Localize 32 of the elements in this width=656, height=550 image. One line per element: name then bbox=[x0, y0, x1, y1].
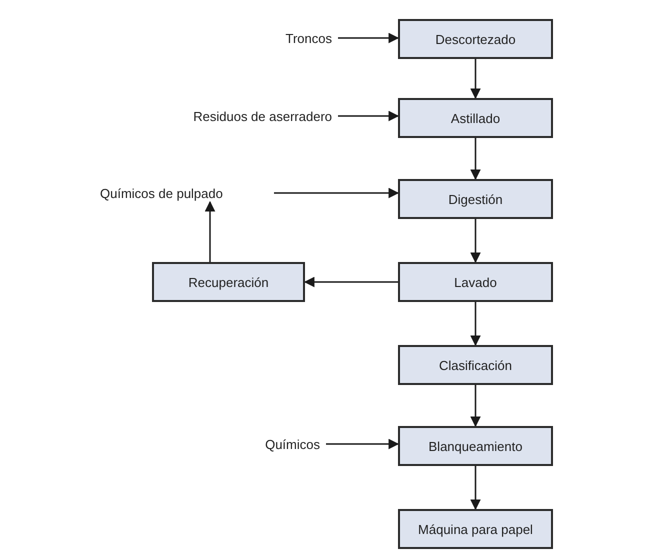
process-label: Clasificación bbox=[439, 358, 512, 372]
process-box bbox=[152, 262, 305, 302]
process-label: Lavado bbox=[454, 274, 497, 290]
arrow bbox=[326, 438, 400, 450]
arrow bbox=[470, 385, 481, 428]
process-label: Descortezado bbox=[435, 32, 516, 46]
arrow bbox=[338, 110, 400, 122]
process-box bbox=[398, 426, 553, 466]
process-box bbox=[398, 19, 553, 59]
arrow bbox=[470, 466, 481, 510]
arrow bbox=[204, 200, 216, 262]
process-box bbox=[398, 345, 553, 385]
process-label: Astillado bbox=[450, 110, 500, 126]
arrow bbox=[338, 32, 400, 44]
process-box bbox=[398, 262, 553, 302]
process-box bbox=[398, 509, 553, 549]
process-label: Digestión bbox=[448, 192, 503, 206]
process-label: Máquina para papel bbox=[418, 522, 533, 536]
input-label: Residuos de aserradero bbox=[150, 107, 332, 125]
arrow bbox=[470, 59, 481, 100]
process-box bbox=[398, 98, 553, 138]
process-box bbox=[398, 179, 553, 219]
process-label: Recuperación bbox=[188, 274, 269, 290]
arrow bbox=[274, 188, 400, 198]
input-label: Químicos de pulpado bbox=[100, 184, 268, 202]
input-label: Troncos bbox=[260, 29, 332, 47]
input-label: Químicos bbox=[240, 435, 320, 453]
arrow bbox=[470, 138, 481, 180]
arrow bbox=[304, 276, 398, 288]
process-label: Blanqueamiento bbox=[428, 438, 522, 454]
arrow bbox=[470, 219, 481, 264]
arrow bbox=[470, 302, 481, 346]
